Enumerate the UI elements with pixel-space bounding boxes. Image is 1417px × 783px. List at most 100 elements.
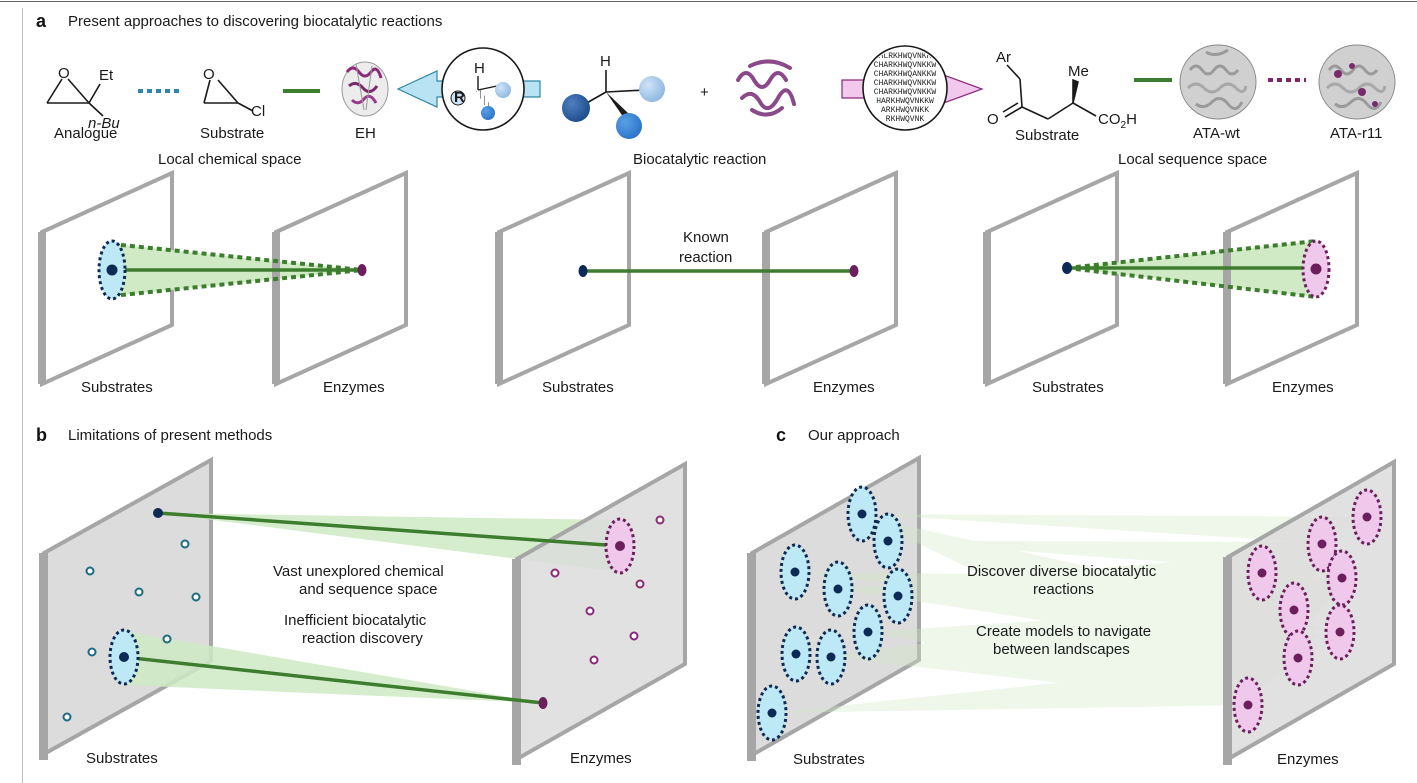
acid-h: H [1126,111,1137,128]
panel-c-substrate-ellipses [756,485,914,742]
scene-1-enzymes-label: Enzymes [323,379,385,396]
panel-c-text-1a: Discover diverse biocatalytic [967,563,1157,580]
chiral-h: H [474,60,485,77]
scene-3-substrates-label: Substrates [1032,379,1104,396]
scene-3-substrate-dot [1062,262,1072,274]
panel-c-letter: c [776,425,786,445]
panel-a-title: Present approaches to discovering biocat… [68,13,442,30]
panel-b-substrate-open-points [62,539,201,722]
center-wedge [606,92,629,118]
center-protein-icon [736,59,796,117]
scene-3-enzyme-plane-shadow [1223,232,1231,384]
panel-b-enzyme-open-points [550,515,665,665]
panel-b-substrates-label: Substrates [86,750,158,767]
sequence-lens-circle [862,45,948,131]
panel-b-letter: b [36,425,47,445]
scene-3-enzymes-label: Enzymes [1272,379,1334,396]
panel-b-reaction-line-1 [157,511,621,548]
scene-3: Substrates Enzymes [983,169,1359,396]
panel-c-enzymes-label: Enzymes [1277,751,1339,768]
scene-2-enzyme-plane-shadow [762,232,770,384]
panel-b-substrate-known-1 [153,508,163,518]
substrate-left-caption: Substrate [200,125,264,142]
r-descriptor-circle [450,90,466,106]
eh-protein-icon [341,61,389,117]
scene-3-cone-lower [1066,266,1317,299]
panel-b-substrate-known-2 [119,652,129,662]
substrate-epoxide-structure [203,79,254,112]
local-chemical-space-caption: Local chemical space [158,151,301,168]
known-reaction-line-2: reaction [679,249,732,266]
panel-c-enzyme-plane-shadow [1223,557,1232,765]
panel-b-substrate-plane-shadow [39,553,48,760]
sequence-text-group: HLRKHWQVNKKCHARKHWQVNKKWCHARKHWQANKKWCHA… [874,52,937,124]
scene-3-enzyme-dot [1310,263,1322,275]
panel-b-text-2b: reaction discovery [302,630,423,647]
sequence-line: ARKHWQVNKK [881,106,929,115]
local-sequence-space-caption: Local sequence space [1118,151,1267,168]
acid-co: CO [1098,111,1121,128]
panel-b-enzyme-plane-shadow [512,559,521,765]
sequence-line: RKHWQVNK [886,115,925,124]
panel-c-title: Our approach [808,427,900,444]
scene-2-substrates-label: Substrates [542,379,614,396]
scene-2: Known reaction Substrates Enzymes [495,169,898,396]
scene-1-enzyme-plane-shadow [272,232,280,384]
panel-b-title: Limitations of present methods [68,427,272,444]
ar-label: Ar [996,49,1011,66]
acid-label: CO2H [1098,111,1137,131]
scene-2-substrate-plane [497,169,631,388]
analogue-caption: Analogue [54,125,117,142]
panel-c-enzyme-ellipses [1232,488,1383,734]
ball-mid [616,113,642,139]
panel-c-scene: Discover diverse biocatalytic reactions … [747,454,1396,768]
ata-wt-label: ATA-wt [1193,125,1241,142]
panel-b-text-1a: Vast unexplored chemical [273,563,444,580]
scene-1-substrate-plane-shadow [38,232,46,384]
scene-1: Substrates Enzymes [38,169,408,396]
panel-b-enzyme-known-2 [538,697,548,709]
substrate-oxygen: O [203,66,215,83]
ball-light [639,76,665,102]
plus-sign: + [700,84,709,101]
r-descriptor: R [454,89,465,106]
panel-b-substrate-plane [42,456,213,758]
panel-b-reaction-line-2 [123,655,544,705]
panel-b-scene: Vast unexplored chemical and sequence sp… [39,456,687,767]
scene-2-substrate-dot [578,265,588,277]
biocatalytic-reaction-caption: Biocatalytic reaction [633,151,766,168]
me-label: Me [1068,63,1089,80]
panel-c-text-2b: between landscapes [993,641,1130,658]
ata-r11-protein-icon [1318,44,1396,120]
scene-3-substrate-plane-shadow [983,232,991,384]
center-h: H [600,53,611,70]
panel-b-cone-lower [124,631,543,703]
sequence-line: HARKHWQVNKKW [876,97,934,106]
scene-3-substrate-plane [985,169,1119,388]
scene-2-substrate-plane-shadow [495,232,503,384]
panel-c-substrate-plane-shadow [747,553,756,761]
scene-2-enzyme-plane [764,169,898,388]
panel-b-text-1b: and sequence space [299,581,437,598]
ball-dark [562,94,590,122]
panel-b-text-2a: Inefficient biocatalytic [284,612,427,629]
scene-1-cone-upper [111,242,363,272]
keto-oxygen: O [987,111,999,128]
substrate-right-caption: Substrate [1015,127,1079,144]
sequence-line: CHARKHWQANKKW [874,70,937,79]
scene-1-substrate-dot [106,264,118,276]
panel-a-letter: a [36,11,47,31]
sequence-line: CHARKHWQVNKKW [874,79,937,88]
analogue-sub1: Et [99,67,114,84]
eh-label: EH [355,125,376,142]
panel-b-cone-upper [158,513,620,572]
panel-c-cones [772,514,1367,713]
panel-c-text-1b: reactions [1033,581,1094,598]
analogue-sub2: n-Bu [88,115,120,132]
analogue-oxygen: O [58,65,70,82]
panel-b-enzyme-known-1 [615,541,625,551]
scene-1-cone-lower [111,268,363,298]
center-bond-right [605,89,646,93]
panel-b-enzyme-plane [515,460,687,763]
sequence-line: CHARKHWQVNKKW [874,61,937,70]
